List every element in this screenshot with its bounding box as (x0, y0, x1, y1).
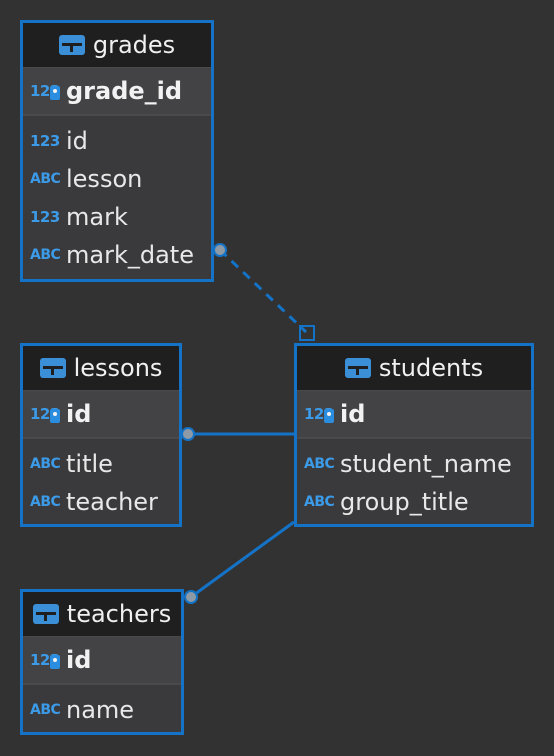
key-icon (50, 655, 60, 669)
primary-key-row[interactable]: 123 id (297, 391, 531, 439)
column-name: id (66, 646, 92, 674)
entity-teachers[interactable]: teachers 123 id ABC name (20, 589, 184, 735)
entity-title: students (378, 354, 484, 382)
column-name: grade_id (66, 77, 183, 105)
link-grades-students[interactable] (218, 248, 308, 334)
text-type-icon: ABC (304, 456, 335, 472)
text-type-icon: ABC (30, 171, 61, 187)
column-row[interactable]: 123 id (23, 122, 211, 160)
column-row[interactable]: 123 mark (23, 198, 211, 236)
numeric-type-icon: 123 (30, 405, 60, 423)
column-name: id (66, 127, 88, 155)
numeric-type-icon: 123 (30, 208, 60, 226)
link-teachers-students-dot (184, 590, 198, 604)
column-row[interactable]: ABC name (23, 691, 181, 729)
entity-lessons[interactable]: lessons 123 id ABC title ABC teacher (20, 343, 182, 527)
column-row[interactable]: ABC student_name (297, 445, 531, 483)
key-icon (50, 409, 60, 423)
table-icon (32, 604, 59, 624)
entity-students-header[interactable]: students (297, 346, 531, 391)
column-row[interactable]: ABC teacher (23, 483, 179, 521)
key-icon (324, 409, 334, 423)
numeric-type-icon: 123 (304, 405, 334, 423)
link-grades-students-start-dot (213, 243, 227, 257)
text-type-icon: ABC (30, 702, 61, 718)
column-row[interactable]: ABC group_title (297, 483, 531, 521)
entity-title: grades (92, 31, 176, 59)
numeric-type-icon: 123 (30, 132, 60, 150)
text-type-icon: ABC (30, 494, 61, 510)
primary-key-row[interactable]: 123 id (23, 637, 181, 685)
key-icon (50, 86, 60, 100)
table-icon (58, 35, 85, 55)
column-name: teacher (66, 488, 158, 516)
column-name: group_title (340, 488, 469, 516)
table-icon (39, 358, 66, 378)
column-name: mark (66, 203, 128, 231)
text-type-icon: ABC (30, 456, 61, 472)
column-name: student_name (340, 450, 512, 478)
entity-lessons-header[interactable]: lessons (23, 346, 179, 391)
column-name: id (66, 400, 92, 428)
text-type-icon: ABC (30, 247, 61, 263)
numeric-type-icon: 123 (30, 82, 60, 100)
column-name: name (66, 696, 135, 724)
column-row[interactable]: ABC title (23, 445, 179, 483)
link-teachers-students[interactable] (190, 520, 295, 599)
column-name: lesson (66, 165, 143, 193)
column-name: title (66, 450, 113, 478)
column-name: mark_date (66, 241, 194, 269)
table-icon (344, 358, 371, 378)
primary-key-row[interactable]: 123 grade_id (23, 68, 211, 116)
entity-title: lessons (73, 354, 163, 382)
link-lessons-students-dot (181, 427, 195, 441)
entity-grades-header[interactable]: grades (23, 23, 211, 68)
entity-title: teachers (66, 600, 172, 628)
entity-grades[interactable]: grades 123 grade_id 123 id ABC lesson 12… (20, 20, 214, 282)
primary-key-row[interactable]: 123 id (23, 391, 179, 439)
entity-students[interactable]: students 123 id ABC student_name ABC gro… (294, 343, 534, 527)
column-row[interactable]: ABC mark_date (23, 236, 211, 274)
link-grades-students-end-square (299, 325, 315, 341)
numeric-type-icon: 123 (30, 651, 60, 669)
text-type-icon: ABC (304, 494, 335, 510)
entity-teachers-header[interactable]: teachers (23, 592, 181, 637)
column-row[interactable]: ABC lesson (23, 160, 211, 198)
column-name: id (340, 400, 366, 428)
